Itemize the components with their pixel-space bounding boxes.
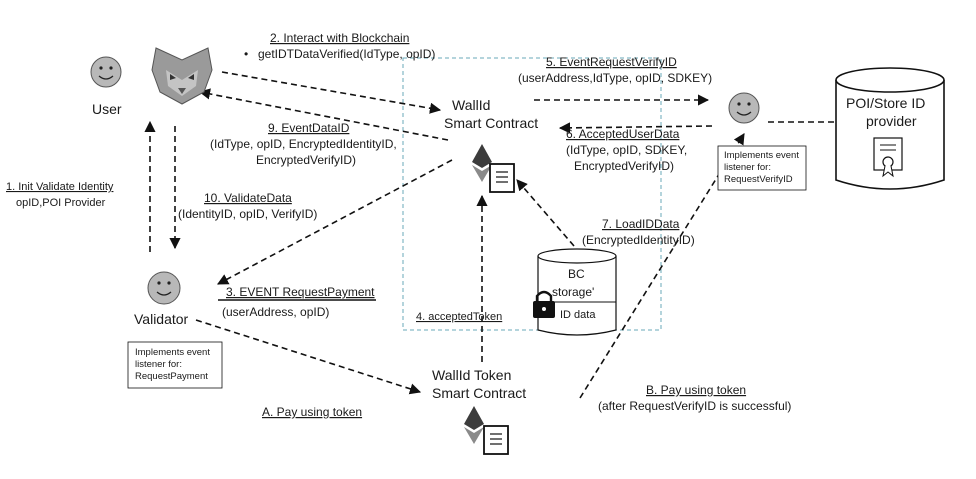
step-6-detail-2: EncryptedVerifyID) <box>574 159 674 173</box>
step-a-title: A. Pay using token <box>262 405 362 419</box>
bc-storage-label-1: BC <box>568 267 585 281</box>
id-data-label: ID data <box>560 309 596 321</box>
provider-note-line-2: listener for: <box>724 162 771 173</box>
step-9-title: 9. EventDataID <box>268 121 350 135</box>
poi-store-label-1: POI/Store ID <box>846 95 925 111</box>
certificate-icon <box>873 137 903 178</box>
metamask-fox-icon <box>151 47 213 105</box>
step-2-bullet: • <box>244 47 248 61</box>
step-1-title: 1. Init Validate Identity <box>6 181 114 193</box>
step-b-detail: (after RequestVerifyID is successful) <box>598 399 791 413</box>
validator-label: Validator <box>134 311 189 327</box>
validator-note-line-3: RequestPayment <box>135 371 208 382</box>
step-10-title: 10. ValidateData <box>204 191 292 205</box>
step-6-detail-1: (IdType, opID, SDKEY, <box>566 143 687 157</box>
walid-contract-document-icon <box>489 163 515 193</box>
step-3-title: 3. EVENT RequestPayment <box>226 285 375 299</box>
token-contract-label-2: Smart Contract <box>432 385 526 401</box>
user-smiley-icon <box>90 56 122 88</box>
arrow-step-2 <box>221 71 442 114</box>
poi-store-cylinder-icon <box>835 67 945 190</box>
bc-storage-label-2: storage' <box>552 285 594 299</box>
step-1-detail: opID,POI Provider <box>16 197 106 209</box>
provider-note-line-3: RequestVerifyID <box>724 174 793 185</box>
walid-ethereum-icon <box>472 144 492 182</box>
step-10-detail: (IdentityID, opID, VerifyID) <box>178 207 317 221</box>
arrow-step-b <box>579 133 745 399</box>
token-ethereum-icon <box>464 406 484 444</box>
step-2-title: 2. Interact with Blockchain <box>270 31 409 45</box>
blockchain-region <box>402 57 662 331</box>
step-6-title: 6. AcceptedUserData <box>566 127 680 141</box>
poi-store-label-2: provider <box>866 113 917 129</box>
step-7-title: 7. LoadIDData <box>602 217 680 231</box>
step-4-title: 4. acceptedToken <box>416 311 502 323</box>
step-5-title: 5. EventRequestVerifyID <box>546 55 677 69</box>
arrow-step-10 <box>217 159 453 285</box>
walid-contract-label-1: WallId <box>452 97 490 113</box>
arrow-step-6 <box>558 122 713 134</box>
token-contract-label-1: WallId Token <box>432 367 511 383</box>
validator-note-line-1: Implements event <box>135 347 210 358</box>
arrow-step-a <box>195 319 422 395</box>
step-3-detail: (userAddress, opID) <box>222 305 329 319</box>
step-2-detail: getIDTDataVerified(IdType, opID) <box>258 47 435 61</box>
validator-listener-note <box>127 341 223 389</box>
provider-listener-note <box>717 145 807 191</box>
token-contract-document-icon <box>483 425 509 455</box>
step-9-detail-1: (IdType, opID, EncryptedIdentityID, <box>210 137 397 151</box>
walid-contract-label-2: Smart Contract <box>444 115 538 131</box>
provider-note-line-1: Implements event <box>724 150 799 161</box>
provider-smiley-icon <box>728 92 760 124</box>
user-label: User <box>92 101 122 117</box>
step-9-detail-2: EncryptedVerifyID) <box>256 153 356 167</box>
arrow-step-7 <box>516 179 575 247</box>
validator-smiley-icon <box>147 271 181 305</box>
step-5-detail: (userAddress,IdType, opID, SDKEY) <box>518 71 712 85</box>
validator-note-line-2: listener for: <box>135 359 182 370</box>
arrow-step-9 <box>198 88 449 141</box>
padlock-icon <box>533 290 555 318</box>
step-b-title: B. Pay using token <box>646 383 746 397</box>
step-7-detail: (EncryptedIdentityID) <box>582 233 695 247</box>
